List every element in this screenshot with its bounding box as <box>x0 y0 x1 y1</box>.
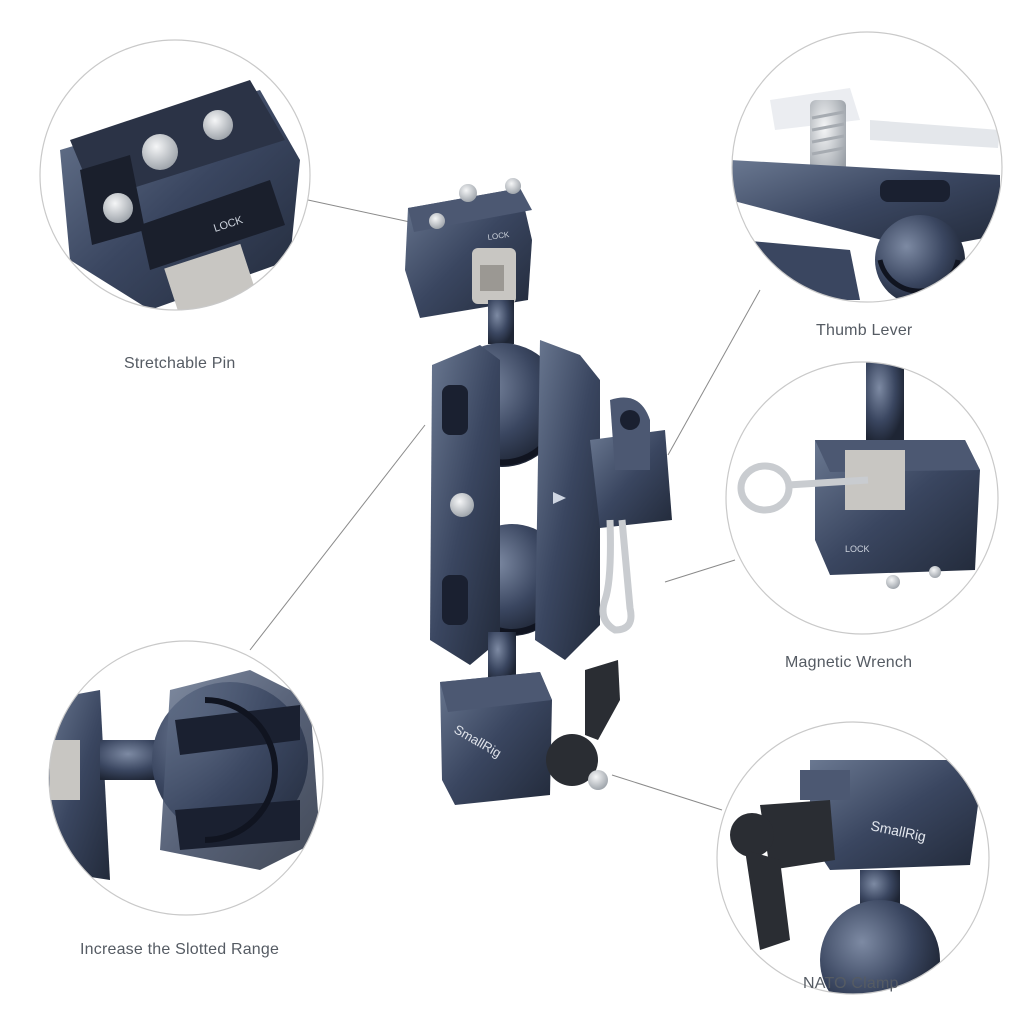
caption-slotted-range: Increase the Slotted Range <box>80 941 280 958</box>
caption-thumb-lever: Thumb Lever <box>816 322 913 339</box>
detail-circle-stretchable-pin: LOCK <box>39 39 311 311</box>
magic-arm-product: LOCK SmallRig <box>405 178 672 805</box>
right-arm-plate <box>535 340 600 660</box>
thumb-lever-knob <box>590 397 672 528</box>
magnet-button <box>450 493 474 517</box>
detail-circle-magnetic-wrench: LOCK <box>725 361 999 635</box>
wrench <box>599 519 635 634</box>
leader-lines <box>249 199 761 811</box>
caption-stretchable-pin: Stretchable Pin <box>124 355 236 372</box>
caption-nato-clamp: NATO Clamp <box>803 975 899 992</box>
caption-magnetic-wrench: Magnetic Wrench <box>785 654 913 671</box>
nato-clamp-body: SmallRig <box>440 660 620 805</box>
clamp-lever <box>585 660 620 740</box>
svg-text:LOCK: LOCK <box>487 230 510 242</box>
detail-circle-slotted-range <box>48 640 324 916</box>
lock-engraving-2: LOCK <box>845 544 870 554</box>
detail-circle-thumb-lever <box>731 31 1003 303</box>
top-mount-block: LOCK <box>405 178 532 318</box>
